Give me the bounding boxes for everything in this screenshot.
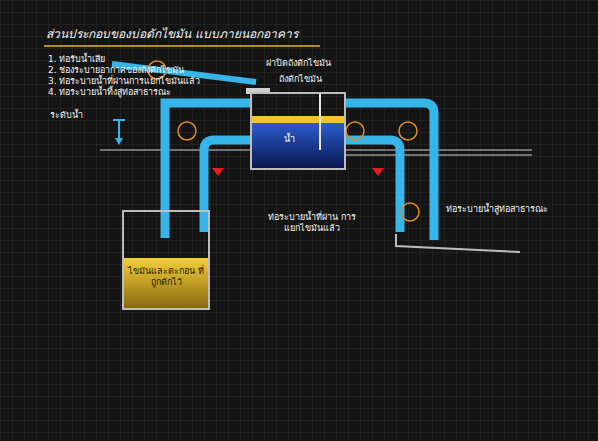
- diagram-title: ส่วนประกอบของบ่อดักไขมัน แบบภายนอกอาคาร: [46, 27, 298, 42]
- grease-pit: ไขมันและตะกอน ที่ถูกดักไว้: [122, 210, 210, 310]
- level-arrow: [115, 138, 123, 145]
- part-label: ท่อระบายน้ำที่ผ่าน การแยกไขมันแล้ว: [262, 212, 362, 235]
- water-body: [252, 122, 344, 168]
- callout-circle: [401, 203, 419, 221]
- title-underline: [44, 45, 320, 47]
- pipe: [204, 140, 252, 232]
- callout-circle: [178, 122, 196, 140]
- content-label: น้ำ: [256, 134, 322, 145]
- grease-tank: ถังดักไขมันน้ำ: [250, 92, 346, 170]
- ground-line: [100, 150, 252, 151]
- drain-line: [396, 234, 520, 252]
- level-arrow: [113, 119, 125, 121]
- node-label: ไขมันและตะกอน ที่ถูกดักไว้: [127, 266, 205, 289]
- part-label: ระดับน้ำ: [50, 110, 112, 121]
- baffle: [319, 94, 321, 150]
- grease-layer: [124, 258, 208, 308]
- flow-arrow: [372, 168, 384, 176]
- node-label: ถังดักไขมัน: [232, 74, 368, 85]
- outlet-pipe: [344, 103, 434, 240]
- pipe: [161, 210, 170, 238]
- callout-circle: [346, 122, 364, 140]
- flow-arrow: [212, 168, 224, 176]
- callout-circle: [399, 122, 417, 140]
- pipe-connector: [165, 103, 250, 210]
- part-label: ท่อระบายน้ำสู่ท่อสาธารณะ: [446, 204, 586, 215]
- part-label: ฝาปิดถังดักไขมัน: [266, 58, 396, 69]
- grease-layer: [252, 116, 344, 123]
